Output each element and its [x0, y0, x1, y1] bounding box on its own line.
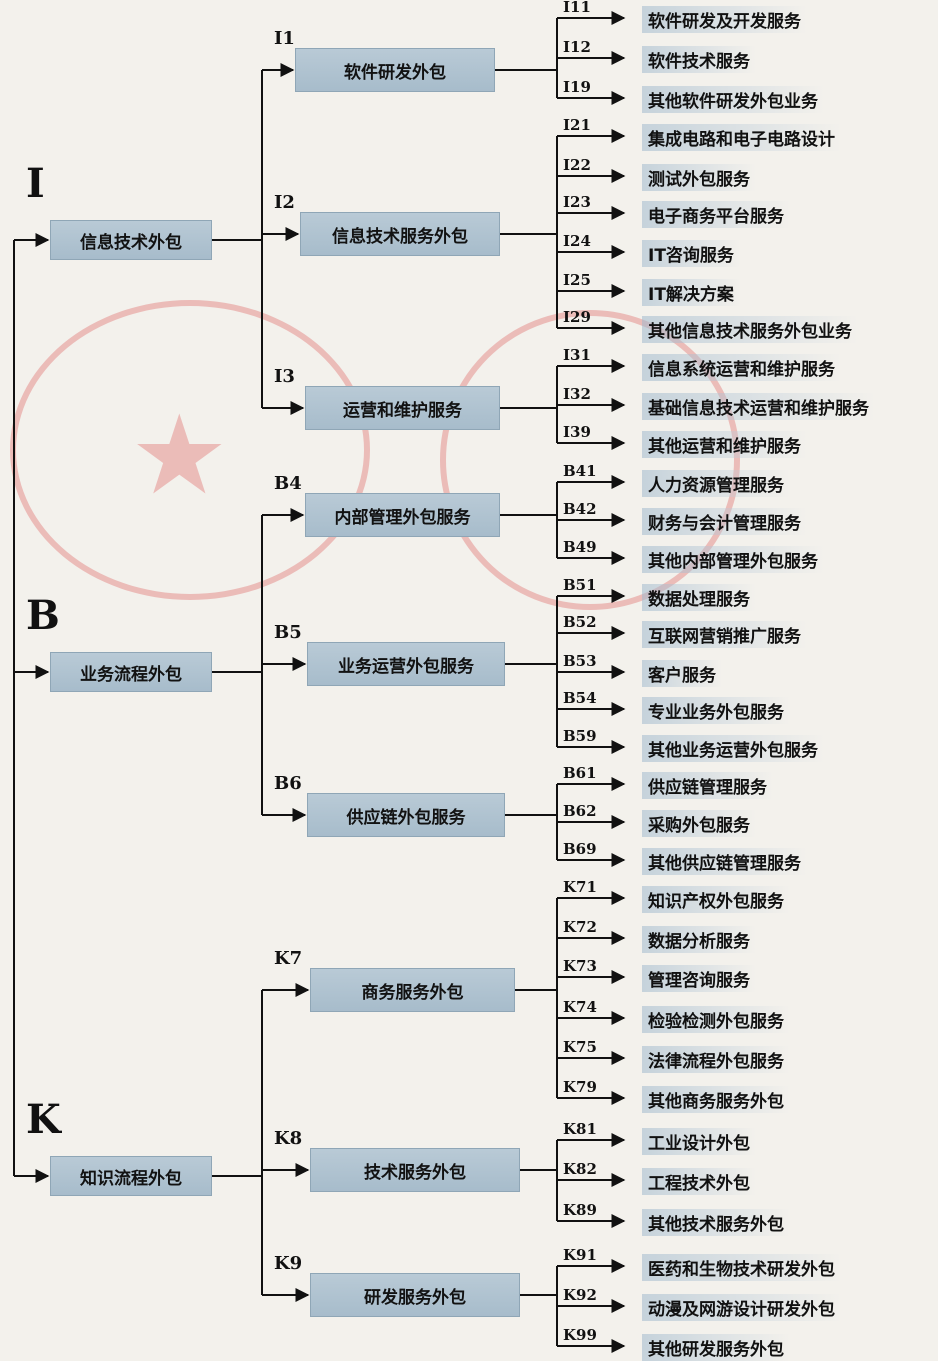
leaf-code: I31 [563, 346, 591, 364]
leaf-item: 专业业务外包服务 [642, 697, 790, 724]
leaf-code: K79 [563, 1078, 597, 1096]
category-letter: K [26, 1096, 61, 1143]
leaf-item: 电子商务平台服务 [642, 201, 790, 228]
leaf-code: I25 [563, 271, 591, 289]
leaf-item: 法律流程外包服务 [642, 1046, 790, 1073]
subcategory-box: 信息技术服务外包 [300, 212, 500, 256]
leaf-item: 其他业务运营外包服务 [642, 735, 824, 762]
leaf-code: K74 [563, 998, 597, 1016]
leaf-code: I24 [563, 232, 591, 250]
leaf-code: K73 [563, 957, 597, 975]
subcategory-box: 技术服务外包 [310, 1148, 520, 1192]
leaf-code: K72 [563, 918, 597, 936]
subcategory-code: I1 [274, 28, 295, 49]
leaf-code: B41 [563, 462, 597, 480]
leaf-code: I23 [563, 193, 591, 211]
leaf-item: 医药和生物技术研发外包 [642, 1254, 841, 1281]
leaf-code: B59 [563, 727, 597, 745]
root-category-box: 业务流程外包 [50, 652, 212, 692]
root-category-box: 信息技术外包 [50, 220, 212, 260]
leaf-code: B69 [563, 840, 597, 858]
leaf-item: IT咨询服务 [642, 240, 740, 267]
subcategory-code: K7 [274, 948, 303, 969]
subcategory-box: 供应链外包服务 [307, 793, 505, 837]
subcategory-box: 商务服务外包 [310, 968, 515, 1012]
leaf-code: B49 [563, 538, 597, 556]
red-seal-stamp-right [440, 310, 740, 610]
leaf-item: 基础信息技术运营和维护服务 [642, 393, 875, 420]
leaf-code: I19 [563, 78, 591, 96]
leaf-item: 集成电路和电子电路设计 [642, 124, 841, 151]
leaf-item: 客户服务 [642, 660, 722, 687]
leaf-item: 软件技术服务 [642, 46, 756, 73]
leaf-code: B62 [563, 802, 597, 820]
leaf-code: B51 [563, 576, 597, 594]
subcategory-code: B6 [274, 773, 302, 794]
leaf-item: 其他技术服务外包 [642, 1209, 790, 1236]
leaf-item: 人力资源管理服务 [642, 470, 790, 497]
leaf-code: I29 [563, 308, 591, 326]
category-letter: I [26, 160, 45, 207]
category-letter: B [26, 592, 60, 639]
leaf-item: 供应链管理服务 [642, 772, 773, 799]
leaf-item: 财务与会计管理服务 [642, 508, 807, 535]
subcategory-code: B4 [274, 473, 302, 494]
leaf-code: K82 [563, 1160, 597, 1178]
leaf-code: I22 [563, 156, 591, 174]
subcategory-code: I3 [274, 366, 295, 387]
leaf-item: 动漫及网游设计研发外包 [642, 1294, 841, 1321]
leaf-item: 信息系统运营和维护服务 [642, 354, 841, 381]
subcategory-code: K9 [274, 1253, 303, 1274]
leaf-item: 采购外包服务 [642, 810, 756, 837]
leaf-code: B54 [563, 689, 597, 707]
leaf-code: K91 [563, 1246, 597, 1264]
leaf-item: 管理咨询服务 [642, 965, 756, 992]
leaf-code: B42 [563, 500, 597, 518]
leaf-item: 其他信息技术服务外包业务 [642, 316, 858, 343]
leaf-code: B53 [563, 652, 597, 670]
leaf-code: I12 [563, 38, 591, 56]
leaf-code: B61 [563, 764, 597, 782]
leaf-item: 其他供应链管理服务 [642, 848, 807, 875]
subcategory-code: B5 [274, 622, 302, 643]
subcategory-code: K8 [274, 1128, 303, 1149]
leaf-item: 检验检测外包服务 [642, 1006, 790, 1033]
leaf-item: 其他运营和维护服务 [642, 431, 807, 458]
leaf-code: K71 [563, 878, 597, 896]
leaf-code: I32 [563, 385, 591, 403]
leaf-item: 工业设计外包 [642, 1128, 756, 1155]
leaf-code: K89 [563, 1201, 597, 1219]
leaf-code: K81 [563, 1120, 597, 1138]
leaf-item: 数据处理服务 [642, 584, 756, 611]
leaf-item: 工程技术外包 [642, 1168, 756, 1195]
leaf-item: 数据分析服务 [642, 926, 756, 953]
leaf-code: I21 [563, 116, 591, 134]
leaf-item: 其他商务服务外包 [642, 1086, 790, 1113]
subcategory-code: I2 [274, 192, 295, 213]
subcategory-box: 运营和维护服务 [305, 386, 500, 430]
leaf-item: 其他研发服务外包 [642, 1334, 790, 1361]
leaf-code: K99 [563, 1326, 597, 1344]
seal-star-icon: ★ [130, 391, 229, 519]
leaf-code: I39 [563, 423, 591, 441]
subcategory-box: 业务运营外包服务 [307, 642, 505, 686]
leaf-code: B52 [563, 613, 597, 631]
subcategory-box: 内部管理外包服务 [305, 493, 500, 537]
leaf-item: 知识产权外包服务 [642, 886, 790, 913]
leaf-item: 软件研发及开发服务 [642, 6, 807, 33]
leaf-item: 其他软件研发外包业务 [642, 86, 824, 113]
root-category-box: 知识流程外包 [50, 1156, 212, 1196]
leaf-code: K75 [563, 1038, 597, 1056]
leaf-item: IT解决方案 [642, 279, 740, 306]
subcategory-box: 研发服务外包 [310, 1273, 520, 1317]
leaf-code: K92 [563, 1286, 597, 1304]
leaf-item: 其他内部管理外包服务 [642, 546, 824, 573]
subcategory-box: 软件研发外包 [295, 48, 495, 92]
leaf-item: 互联网营销推广服务 [642, 621, 807, 648]
leaf-item: 测试外包服务 [642, 164, 756, 191]
leaf-code: I11 [563, 0, 591, 16]
